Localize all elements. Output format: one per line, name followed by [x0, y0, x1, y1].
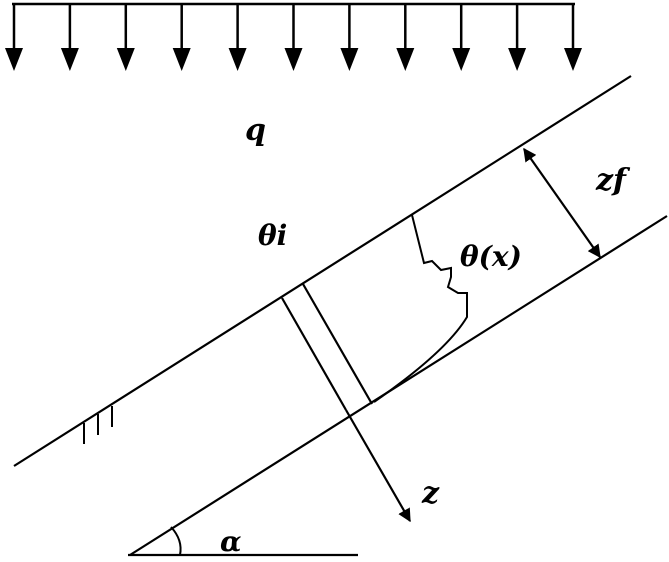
slope-angle-arc	[170, 526, 182, 556]
load-arrow-head	[508, 48, 527, 71]
front-depth-label: zf	[595, 163, 631, 198]
load-label: q	[245, 113, 266, 148]
load-arrow-head	[340, 48, 359, 71]
moisture-profile-label: θ(x)	[460, 240, 522, 273]
load-arrow-head	[60, 48, 79, 71]
load-arrow-head	[396, 48, 415, 71]
load-arrow-head	[172, 48, 191, 71]
initial-moisture-label: θi	[258, 219, 287, 252]
slope-angle-label: α	[220, 525, 242, 558]
surface-hatch-marks	[83, 406, 113, 444]
depth-axis-label: z	[421, 476, 440, 511]
slope-surface-line	[13, 75, 632, 467]
moisture-profile-curve	[373, 214, 468, 403]
load-arrow-head	[5, 48, 23, 71]
distributed-load	[5, 2, 582, 71]
load-arrow-head	[564, 48, 582, 71]
load-arrows	[5, 4, 582, 71]
load-arrow-head	[116, 48, 135, 71]
front-depth-arrow	[523, 147, 601, 259]
soil-column-slice	[281, 283, 373, 411]
depth-axis-arrow	[345, 409, 411, 523]
load-arrow-head	[452, 48, 471, 71]
load-arrow-head	[228, 48, 247, 71]
load-arrow-head	[284, 48, 303, 71]
